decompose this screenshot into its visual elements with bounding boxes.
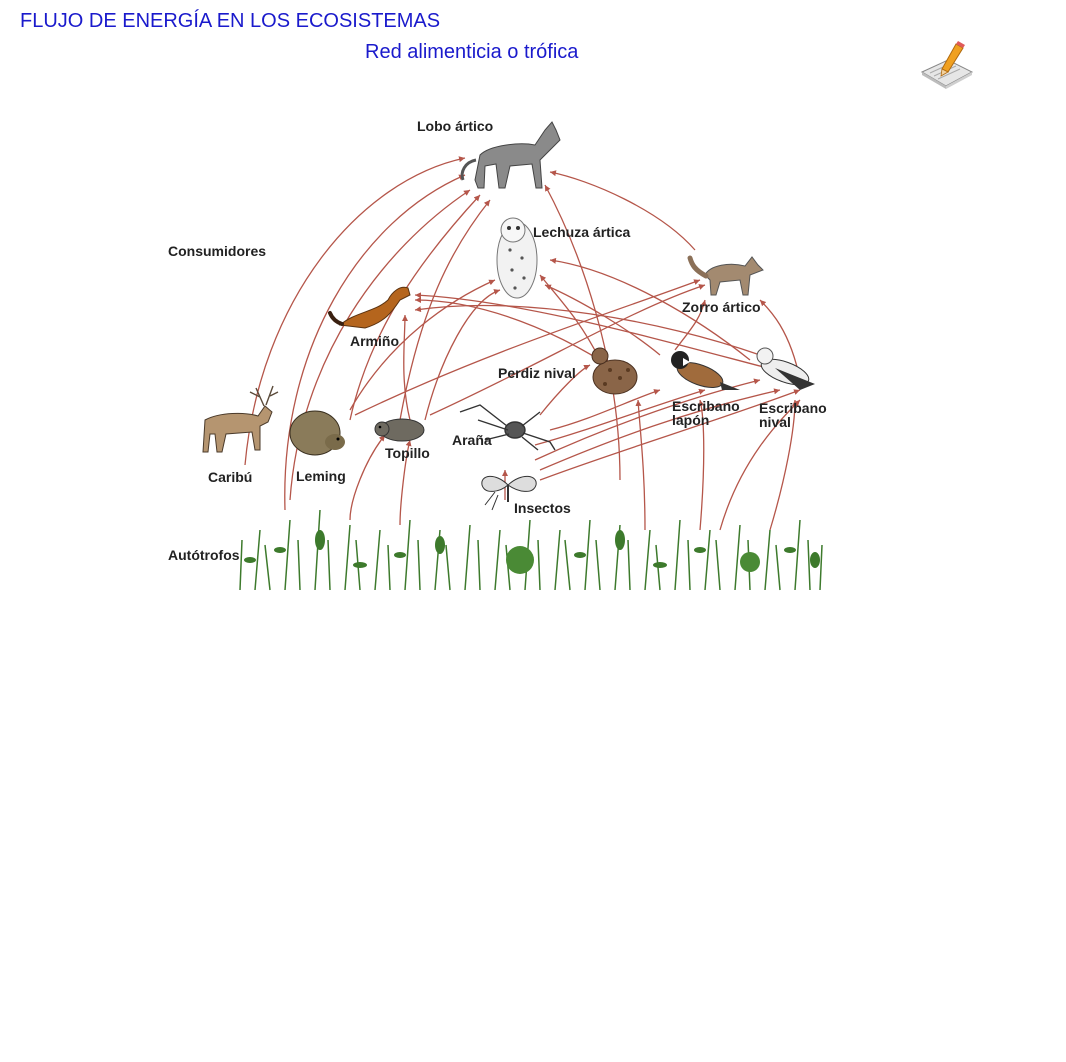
- ptarmigan-icon: [591, 347, 638, 395]
- edit-button[interactable]: [918, 38, 978, 92]
- label-zorro: Zorro ártico: [682, 299, 761, 315]
- label-leming: Leming: [296, 468, 346, 484]
- label-lobo: Lobo ártico: [417, 118, 493, 134]
- stoat-icon: [328, 286, 411, 329]
- label-producers: Autótrofos: [168, 547, 240, 563]
- label-escribano-lapon-2: lapón: [672, 412, 709, 428]
- plants-icon: [239, 509, 823, 591]
- label-caribu: Caribú: [208, 469, 252, 485]
- snowy-owl-icon: [496, 217, 538, 299]
- feeding-arrows: [244, 156, 801, 531]
- caribou-icon: [202, 385, 279, 453]
- label-consumers: Consumidores: [168, 243, 266, 259]
- insects-icon: [481, 475, 537, 511]
- pencil-paper-icon: [920, 41, 974, 89]
- label-escribano-lapon-1: Escribano: [672, 398, 740, 414]
- label-lechuza: Lechuza ártica: [533, 224, 630, 240]
- food-web-diagram: Consumidores Autótrofos Lobo ártico Lech…: [168, 118, 827, 591]
- spider-icon: [459, 404, 556, 451]
- label-perdiz: Perdiz nival: [498, 365, 576, 381]
- page-subtitle: Red alimenticia o trófica: [365, 41, 579, 63]
- label-armino: Armiño: [350, 333, 399, 349]
- label-insectos: Insectos: [514, 500, 571, 516]
- lapland-bunting-icon: [671, 351, 740, 390]
- vole-icon: [374, 418, 425, 442]
- arctic-fox-icon: [687, 255, 764, 296]
- label-arana: Araña: [452, 432, 492, 448]
- snow-bunting-icon: [756, 347, 815, 390]
- page-title: FLUJO DE ENERGÍA EN LOS ECOSISTEMAS: [20, 10, 441, 32]
- label-escribano-nival-1: Escribano: [759, 400, 827, 416]
- wolf-icon: [460, 121, 561, 189]
- lemming-icon: [289, 410, 345, 456]
- label-topillo: Topillo: [385, 445, 430, 461]
- label-escribano-nival-2: nival: [759, 414, 791, 430]
